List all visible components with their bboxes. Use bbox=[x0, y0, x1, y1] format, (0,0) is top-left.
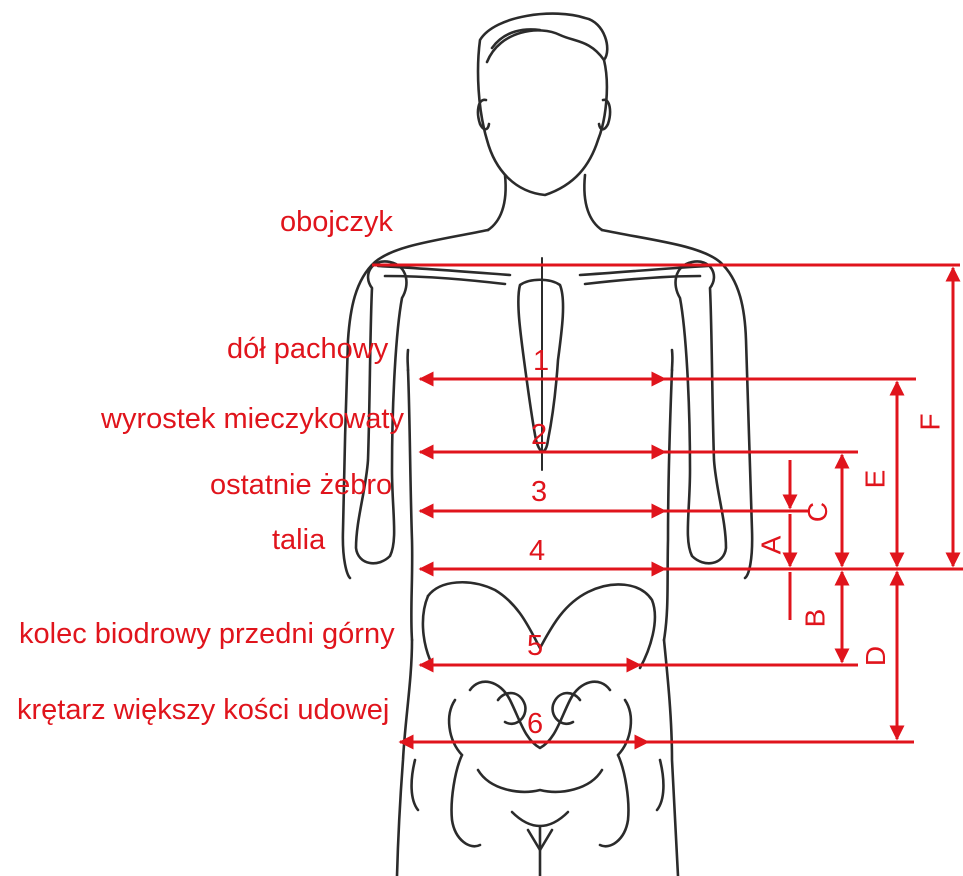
label-waist: talia bbox=[272, 526, 325, 555]
label-armpit: dół pachowy bbox=[227, 335, 388, 364]
level-number-6: 6 bbox=[527, 710, 543, 739]
level-number-5: 5 bbox=[527, 632, 543, 661]
level-number-3: 3 bbox=[531, 478, 547, 507]
distance-letter-f: F bbox=[917, 413, 945, 430]
distance-letter-b: B bbox=[801, 609, 829, 628]
label-clavicle: obojczyk bbox=[280, 208, 393, 237]
distance-letter-e: E bbox=[861, 470, 889, 489]
level-number-2: 2 bbox=[531, 421, 547, 450]
level-number-4: 4 bbox=[529, 537, 545, 566]
label-trochanter: krętarz większy kości udowej bbox=[17, 696, 389, 725]
distance-letter-a: A bbox=[757, 536, 785, 555]
label-iliac-spine: kolec biodrowy przedni górny bbox=[19, 620, 395, 649]
label-last-rib: ostatnie żebro bbox=[210, 471, 392, 500]
distance-letter-d: D bbox=[862, 646, 890, 666]
distance-letter-c: C bbox=[804, 502, 832, 522]
label-xiphoid: wyrostek mieczykowaty bbox=[101, 405, 404, 434]
level-number-1: 1 bbox=[533, 347, 549, 376]
